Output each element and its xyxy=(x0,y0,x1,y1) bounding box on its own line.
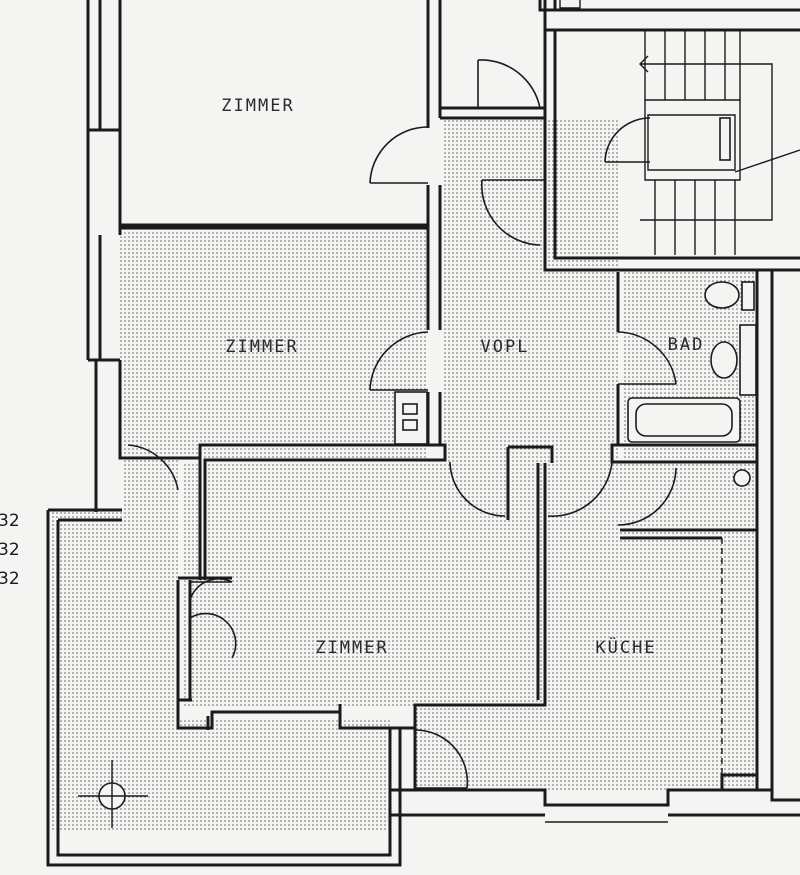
door-zimmer-top xyxy=(369,126,429,184)
terrace-symbol xyxy=(78,760,148,828)
floor-zimmer-bottom xyxy=(182,462,544,708)
door-storage xyxy=(617,467,677,526)
door-zimmer-mid xyxy=(369,331,429,391)
floor-vopl xyxy=(442,120,620,515)
room-label-zimmer-bottom: ZIMMER xyxy=(315,638,388,658)
edge-number-2: 32 xyxy=(0,540,20,560)
room-label-bad: BAD xyxy=(668,335,705,355)
floor-terrace xyxy=(50,442,390,830)
room-label-zimmer-mid: ZIMMER xyxy=(225,337,298,357)
walls xyxy=(46,0,800,867)
bathroom-fixtures xyxy=(627,281,757,487)
door-stair xyxy=(480,179,545,246)
stair xyxy=(559,0,800,255)
edge-number-3: 32 xyxy=(0,569,20,589)
floor-zimmer-mid xyxy=(120,228,428,458)
room-label-kueche: KÜCHE xyxy=(595,636,656,658)
room-label-vopl: VOPL xyxy=(481,337,530,357)
doors xyxy=(127,59,677,789)
door-bad xyxy=(617,331,677,385)
edge-number-1: 32 xyxy=(0,511,20,531)
door-kitchen-balcony xyxy=(414,729,469,789)
toilet xyxy=(710,341,738,379)
door-entrance xyxy=(477,59,541,109)
shaded-floor-areas xyxy=(50,120,758,830)
room-label-zimmer-top: ZIMMER xyxy=(221,96,294,116)
door-window-double xyxy=(189,578,237,659)
washbasin xyxy=(704,281,740,309)
door-terrace xyxy=(127,444,179,491)
door-zimmer-bottom-left xyxy=(449,461,506,517)
door-zimmer-bottom-right xyxy=(547,461,613,517)
